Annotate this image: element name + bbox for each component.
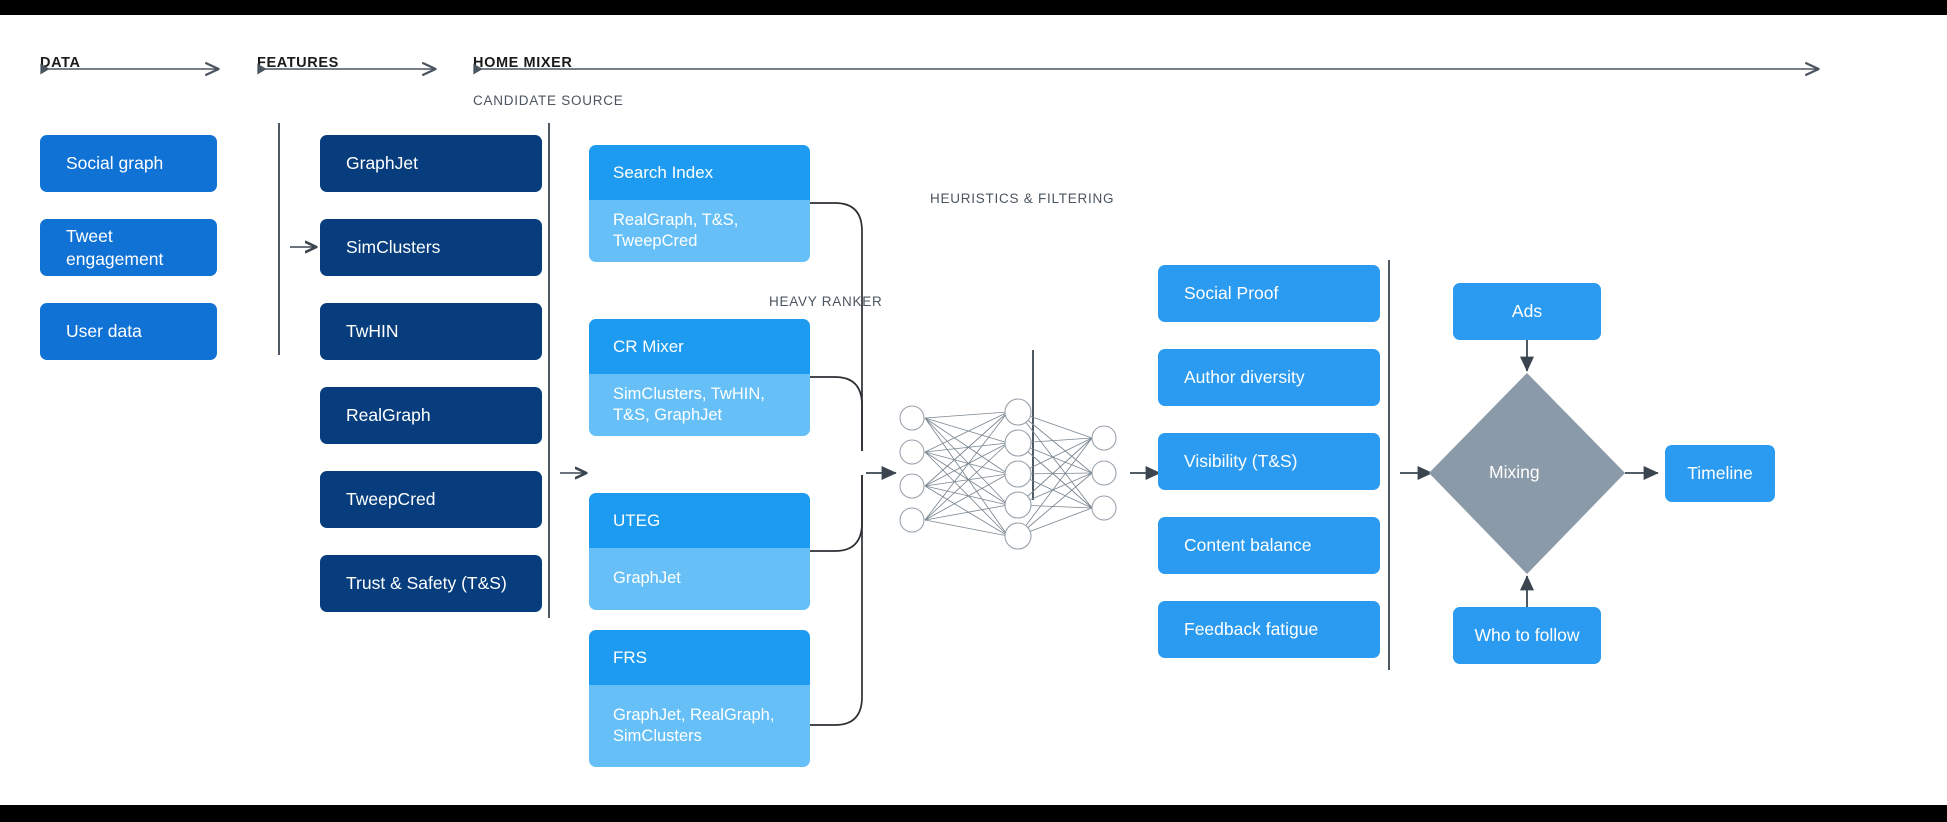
section-header-heavy-ranker: HEAVY RANKER [769,294,883,309]
feature-box-tweepcred[interactable]: TweepCred [320,471,542,528]
diagram-canvas: DATA FEATURES HOME MIXER CANDIDATE SOURC… [0,15,1947,805]
feature-box-simclusters[interactable]: SimClusters [320,219,542,276]
candidate-source-features: SimClusters, TwHIN, T&S, GraphJet [589,374,810,436]
candidate-source-features: GraphJet [589,548,810,610]
feature-box-label: TweepCred [346,489,436,510]
connector-uteg [810,475,863,552]
candidate-source-card-search-index[interactable]: Search Index RealGraph, T&S, TweepCred [589,145,810,262]
heuristic-box-feedback-fatigue[interactable]: Feedback fatigue [1158,601,1380,658]
data-box-label: User data [66,321,142,342]
output-box-label: Ads [1511,301,1543,322]
data-box-label: Tweet engagement [66,226,164,269]
feature-box-trust-and-safety[interactable]: Trust & Safety (T&S) [320,555,542,612]
section-header-home-mixer: HOME MIXER [473,55,573,71]
feature-box-twhin[interactable]: TwHIN [320,303,542,360]
candidate-source-name: FRS [589,630,810,685]
data-box-label: Social graph [66,153,164,174]
heuristic-box-author-diversity[interactable]: Author diversity [1158,349,1380,406]
output-box-timeline[interactable]: Timeline [1665,445,1775,502]
output-box-ads[interactable]: Ads [1453,283,1601,340]
candidate-source-features: GraphJet, RealGraph, SimClusters [589,685,810,767]
section-header-candidate-source: CANDIDATE SOURCE [473,93,624,108]
heuristic-box-label: Author diversity [1184,367,1305,388]
heuristic-box-visibility[interactable]: Visibility (T&S) [1158,433,1380,490]
connector-search-index [810,202,863,451]
heuristic-box-label: Visibility (T&S) [1184,451,1298,472]
feature-box-graphjet[interactable]: GraphJet [320,135,542,192]
heuristic-box-label: Feedback fatigue [1184,619,1319,640]
data-box-tweet-engagement[interactable]: Tweet engagement [40,219,217,276]
mixing-label: Mixing [1489,462,1540,482]
candidate-source-card-frs[interactable]: FRS GraphJet, RealGraph, SimClusters [589,630,810,767]
heavy-ranker-network [899,398,1117,550]
feature-box-label: RealGraph [346,405,431,426]
section-header-heuristics: HEURISTICS & FILTERING [930,191,1115,206]
candidate-source-card-uteg[interactable]: UTEG GraphJet [589,493,810,610]
feature-box-realgraph[interactable]: RealGraph [320,387,542,444]
output-box-label: Timeline [1687,463,1753,484]
output-box-label: Who to follow [1474,625,1580,646]
candidate-source-name: Search Index [589,145,810,200]
feature-box-label: TwHIN [346,321,399,342]
connector-layer [0,15,1947,726]
feature-box-label: SimClusters [346,237,441,258]
section-header-features: FEATURES [257,55,339,71]
connector-cr-mixer [810,376,863,451]
feature-box-label: Trust & Safety (T&S) [346,573,507,594]
section-header-data: DATA [40,55,81,71]
heuristic-box-label: Content balance [1184,535,1312,556]
candidate-source-features: RealGraph, T&S, TweepCred [589,200,810,262]
feature-box-label: GraphJet [346,153,418,174]
heuristic-box-content-balance[interactable]: Content balance [1158,517,1380,574]
output-box-who-to-follow[interactable]: Who to follow [1453,607,1601,664]
connector-frs [810,475,863,726]
heuristic-box-social-proof[interactable]: Social Proof [1158,265,1380,322]
candidate-source-name: UTEG [589,493,810,548]
candidate-source-name: CR Mixer [589,319,810,374]
candidate-source-card-cr-mixer[interactable]: CR Mixer SimClusters, TwHIN, T&S, GraphJ… [589,319,810,436]
heuristic-box-label: Social Proof [1184,283,1279,304]
data-box-social-graph[interactable]: Social graph [40,135,217,192]
data-box-user-data[interactable]: User data [40,303,217,360]
